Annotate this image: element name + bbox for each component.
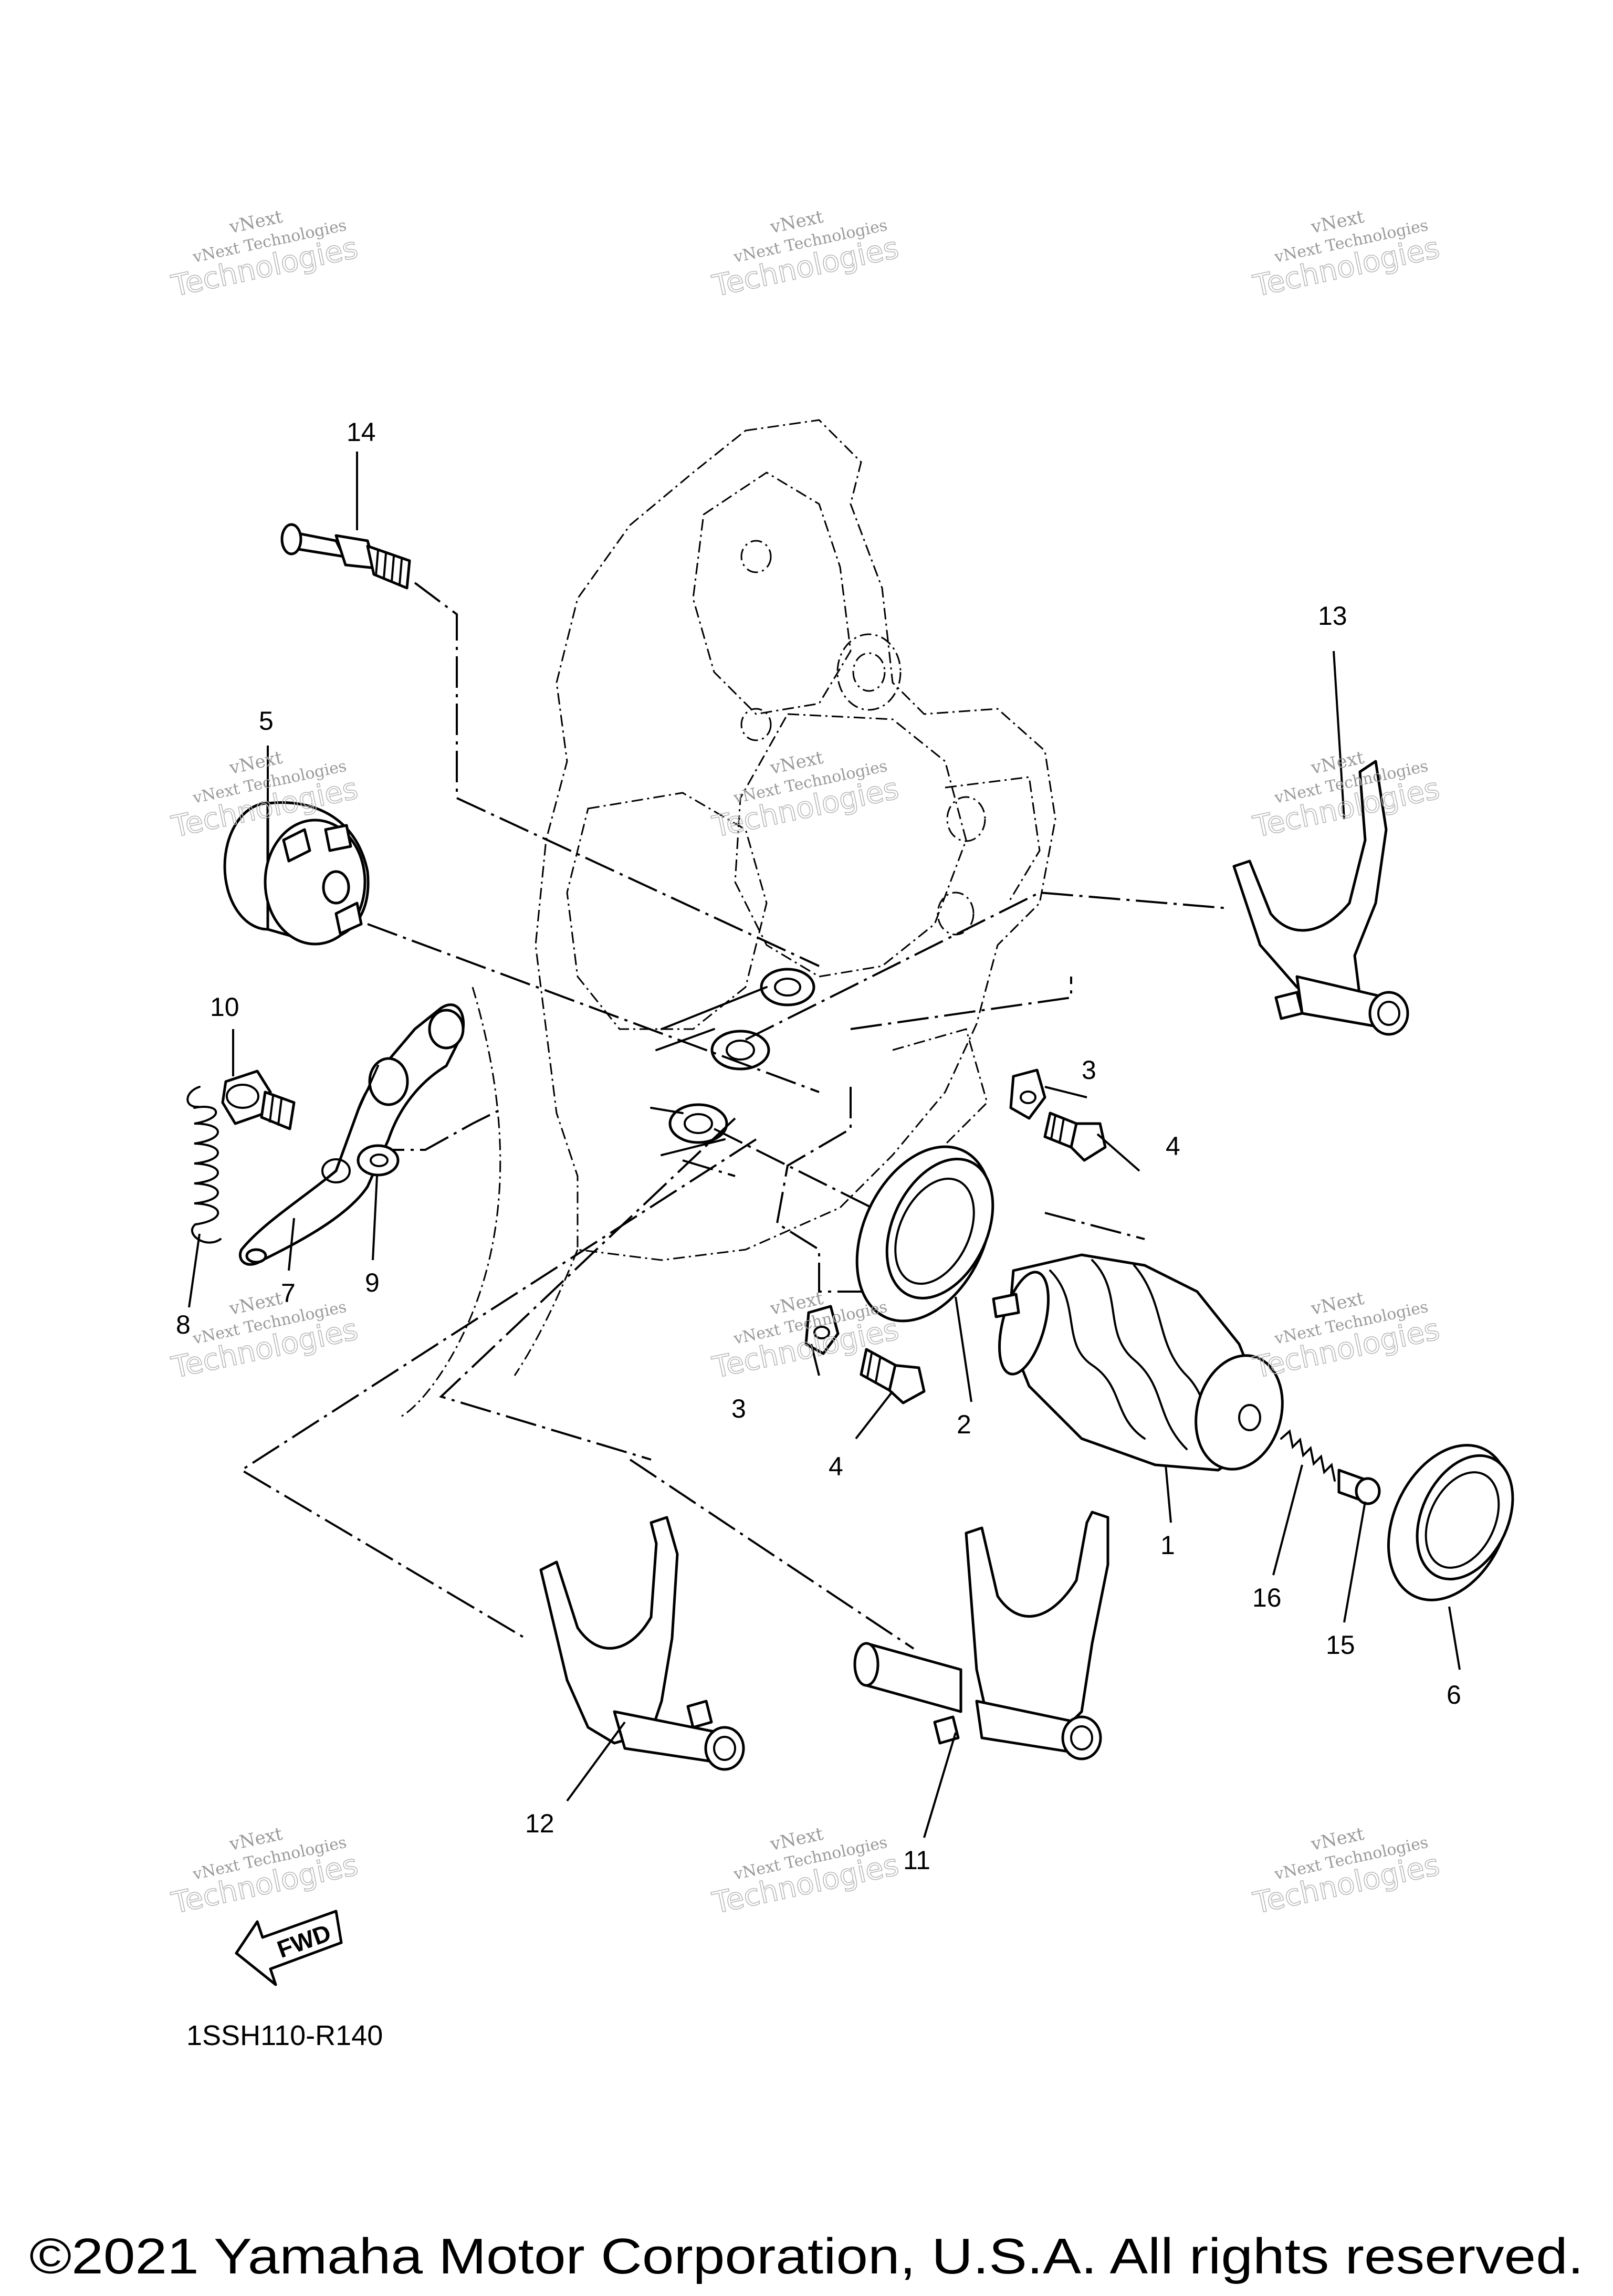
watermark: vNext vNext Technologies Technologies (1250, 747, 1443, 845)
crankcase-outline (399, 419, 1056, 1419)
copyright-notice: ©2021 Yamaha Motor Corporation, U.S.A. A… (29, 2228, 1584, 2284)
callout-4-lower: 4 (829, 1452, 843, 1481)
watermark: vNext vNext Technologies Technologies (1250, 206, 1443, 304)
part-3-plate-lower (804, 1305, 840, 1355)
part-6-oil-seal (1387, 1444, 1514, 1601)
callout-8: 8 (176, 1310, 191, 1339)
watermark: vNext vNext Technologies Technologies (709, 206, 902, 304)
callout-7: 7 (281, 1278, 296, 1308)
callout-3-lower: 3 (731, 1394, 746, 1423)
assembly-guides (239, 582, 1229, 1650)
watermark: vNext vNext Technologies Technologies (168, 1823, 361, 1921)
part-14-bolt (280, 523, 411, 590)
part-10-bolt (221, 1070, 296, 1130)
part-9-washer (357, 1144, 400, 1177)
part-11-fork (853, 1511, 1109, 1760)
callout-13: 13 (1318, 601, 1347, 631)
watermark: vNext vNext Technologies Technologies (709, 1823, 902, 1921)
part-12-fork (539, 1516, 745, 1771)
callout-15: 15 (1326, 1630, 1355, 1660)
leader-lines (188, 452, 1461, 1838)
callouts: 14 13 5 10 3 4 8 7 9 3 2 4 1 16 15 6 12 … (176, 417, 1461, 1875)
part-7-lever (238, 1003, 465, 1266)
watermark: vNext vNext Technologies Technologies (709, 747, 902, 845)
part-15-pin (1337, 1469, 1381, 1505)
callout-6: 6 (1447, 1680, 1461, 1710)
diagram-code: 1SSH110-R140 (186, 2020, 383, 2051)
callout-10: 10 (210, 992, 239, 1022)
part-8-spring (186, 1086, 222, 1244)
part-16-spring (1280, 1429, 1336, 1482)
callout-11: 11 (903, 1846, 930, 1875)
part-13-fork (1232, 760, 1409, 1036)
part-2-bearing (855, 1145, 994, 1323)
part-4-bolt-upper (1043, 1112, 1107, 1162)
callout-3-upper: 3 (1082, 1055, 1096, 1085)
callout-4-upper: 4 (1166, 1131, 1180, 1161)
callout-1: 1 (1160, 1530, 1175, 1560)
part-4-bolt-lower (860, 1348, 926, 1404)
callout-5: 5 (259, 706, 274, 736)
part-1-shift-drum (992, 1253, 1284, 1472)
watermarks: vNext vNext Technologies Technologies vN… (168, 206, 1443, 1921)
watermark: vNext vNext Technologies Technologies (1250, 1288, 1443, 1386)
fwd-arrow-icon: FWD (235, 1910, 343, 1986)
part-3-plate-upper (1009, 1068, 1046, 1120)
part-5-segment (223, 801, 370, 946)
callout-12: 12 (525, 1809, 554, 1838)
callout-14: 14 (347, 417, 376, 447)
callout-16: 16 (1252, 1583, 1282, 1612)
watermark: vNext vNext Technologies Technologies (1250, 1823, 1443, 1921)
watermark: vNext vNext Technologies Technologies (168, 206, 361, 304)
callout-2: 2 (957, 1410, 971, 1439)
callout-9: 9 (365, 1268, 380, 1297)
